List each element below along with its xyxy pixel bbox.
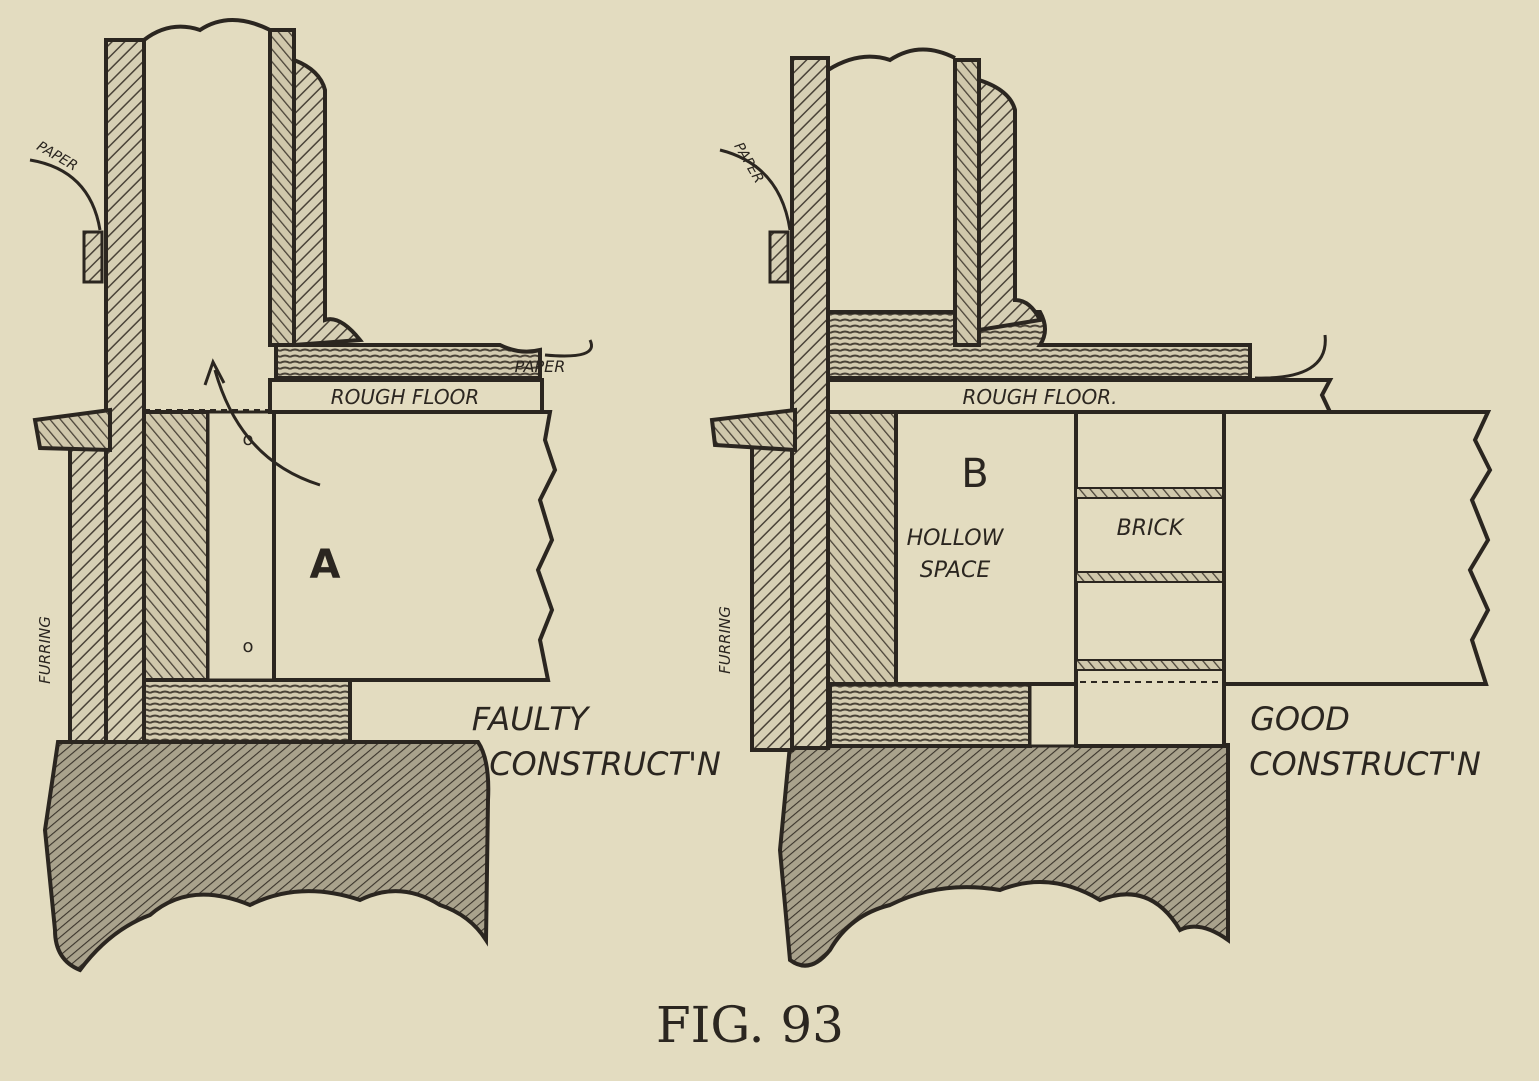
water-table-a xyxy=(32,407,112,453)
finish-floor-a xyxy=(274,343,542,380)
corner-block-b xyxy=(826,410,898,686)
furring-strip-a xyxy=(68,438,108,744)
break-line-a xyxy=(142,18,271,42)
floor-joist-a xyxy=(272,410,558,682)
mortar-joint-1 xyxy=(1075,487,1225,499)
letter-b: B xyxy=(961,451,988,497)
letter-a: A xyxy=(310,542,341,588)
furring-label-a: FURRING xyxy=(36,616,54,684)
corner-block-a xyxy=(142,410,210,682)
paper-curl-a xyxy=(29,158,102,231)
foundation-a xyxy=(42,740,491,973)
hollow-label-line1: HOLLOW xyxy=(907,526,1005,551)
wall-stud-b xyxy=(790,56,830,750)
sill-plate-a xyxy=(138,678,352,744)
caption-a-line1: FAULTY xyxy=(472,700,591,738)
rough-floor-label-b: ROUGH FLOOR. xyxy=(963,385,1118,409)
baseboard-a xyxy=(292,57,364,348)
floor-block-b xyxy=(826,310,1252,380)
mortar-joint-2 xyxy=(1075,571,1225,583)
figure-caption: FIG. 93 xyxy=(656,996,844,1054)
furring-label-b: FURRING xyxy=(716,606,734,674)
diagram-a: ROUGH FLOOR A o o PAPER PAPER FURRING FA… xyxy=(29,18,721,973)
hollow-label-line2: SPACE xyxy=(920,558,991,583)
interior-stud-b xyxy=(953,58,981,347)
draft-arrow-a xyxy=(213,369,321,487)
furring-strip-b xyxy=(750,438,794,752)
diagram-b: ROUGH FLOOR. B HOLLOW SPACE BRICK PAPER … xyxy=(709,47,1493,968)
caption-b-line1: GOOD xyxy=(1250,700,1350,738)
siding-b xyxy=(768,230,790,284)
mark-o-upper-a: o xyxy=(242,429,253,450)
sill-plate-b xyxy=(828,682,1032,748)
foundation-b xyxy=(777,743,1230,968)
baseboard-b xyxy=(977,77,1044,333)
mark-o-lower-a: o xyxy=(242,636,253,657)
arrowhead-icon xyxy=(203,358,226,386)
break-line-b xyxy=(826,47,956,72)
water-table-b xyxy=(709,407,797,453)
caption-a-line2: CONSTRUCT'N xyxy=(489,745,721,783)
brick-label: BRICK xyxy=(1117,516,1185,541)
rough-floor-label-a: ROUGH FLOOR xyxy=(331,385,480,409)
paper-label-b: PAPER xyxy=(730,140,766,186)
caption-b-line2: CONSTRUCT'N xyxy=(1249,745,1481,783)
paper-curl-b2 xyxy=(719,148,792,231)
interior-stud-a xyxy=(268,28,296,347)
siding-a xyxy=(82,230,104,284)
wall-stud-a xyxy=(104,38,146,744)
hollow-gap-a xyxy=(206,410,276,682)
paper-curl-b xyxy=(1254,334,1327,380)
sill-gap-b xyxy=(1028,682,1078,748)
mortar-joint-3 xyxy=(1075,659,1225,671)
rough-floor-a xyxy=(268,378,544,414)
paper-label-a-right: PAPER xyxy=(515,357,566,376)
floor-joist-b xyxy=(1222,410,1493,686)
paper-curl-a2 xyxy=(544,339,593,358)
